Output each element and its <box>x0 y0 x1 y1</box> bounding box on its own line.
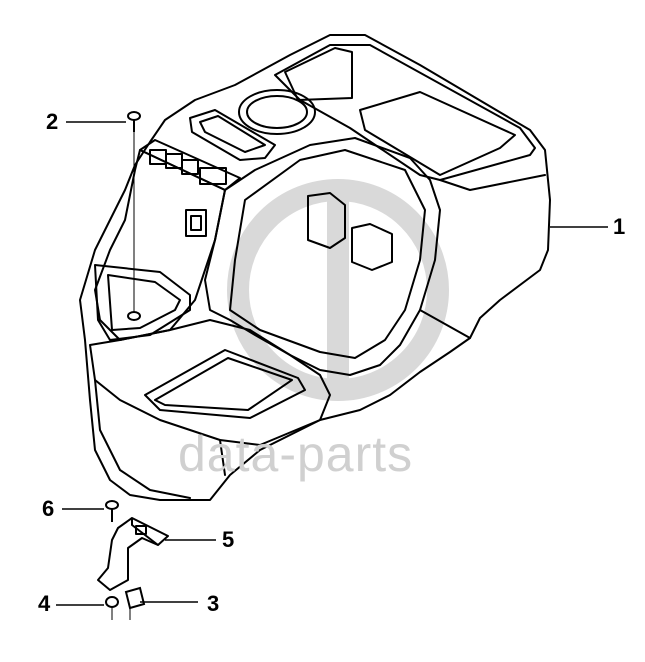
callout-2: 2 <box>46 109 59 134</box>
leader-lines <box>56 121 608 606</box>
screw-6 <box>105 500 119 522</box>
watermark-logo <box>227 179 449 401</box>
center-console <box>79 34 551 501</box>
nut-4 <box>105 596 119 620</box>
callout-6: 6 <box>42 496 55 521</box>
bracket-5 <box>97 517 169 591</box>
screw-2 <box>127 111 141 312</box>
callout-5: 5 <box>222 527 235 552</box>
callout-4: 4 <box>38 591 51 616</box>
clip-3 <box>124 586 146 620</box>
watermark-text: data-parts <box>178 426 414 482</box>
callout-1: 1 <box>613 214 626 239</box>
callout-3: 3 <box>207 591 220 616</box>
